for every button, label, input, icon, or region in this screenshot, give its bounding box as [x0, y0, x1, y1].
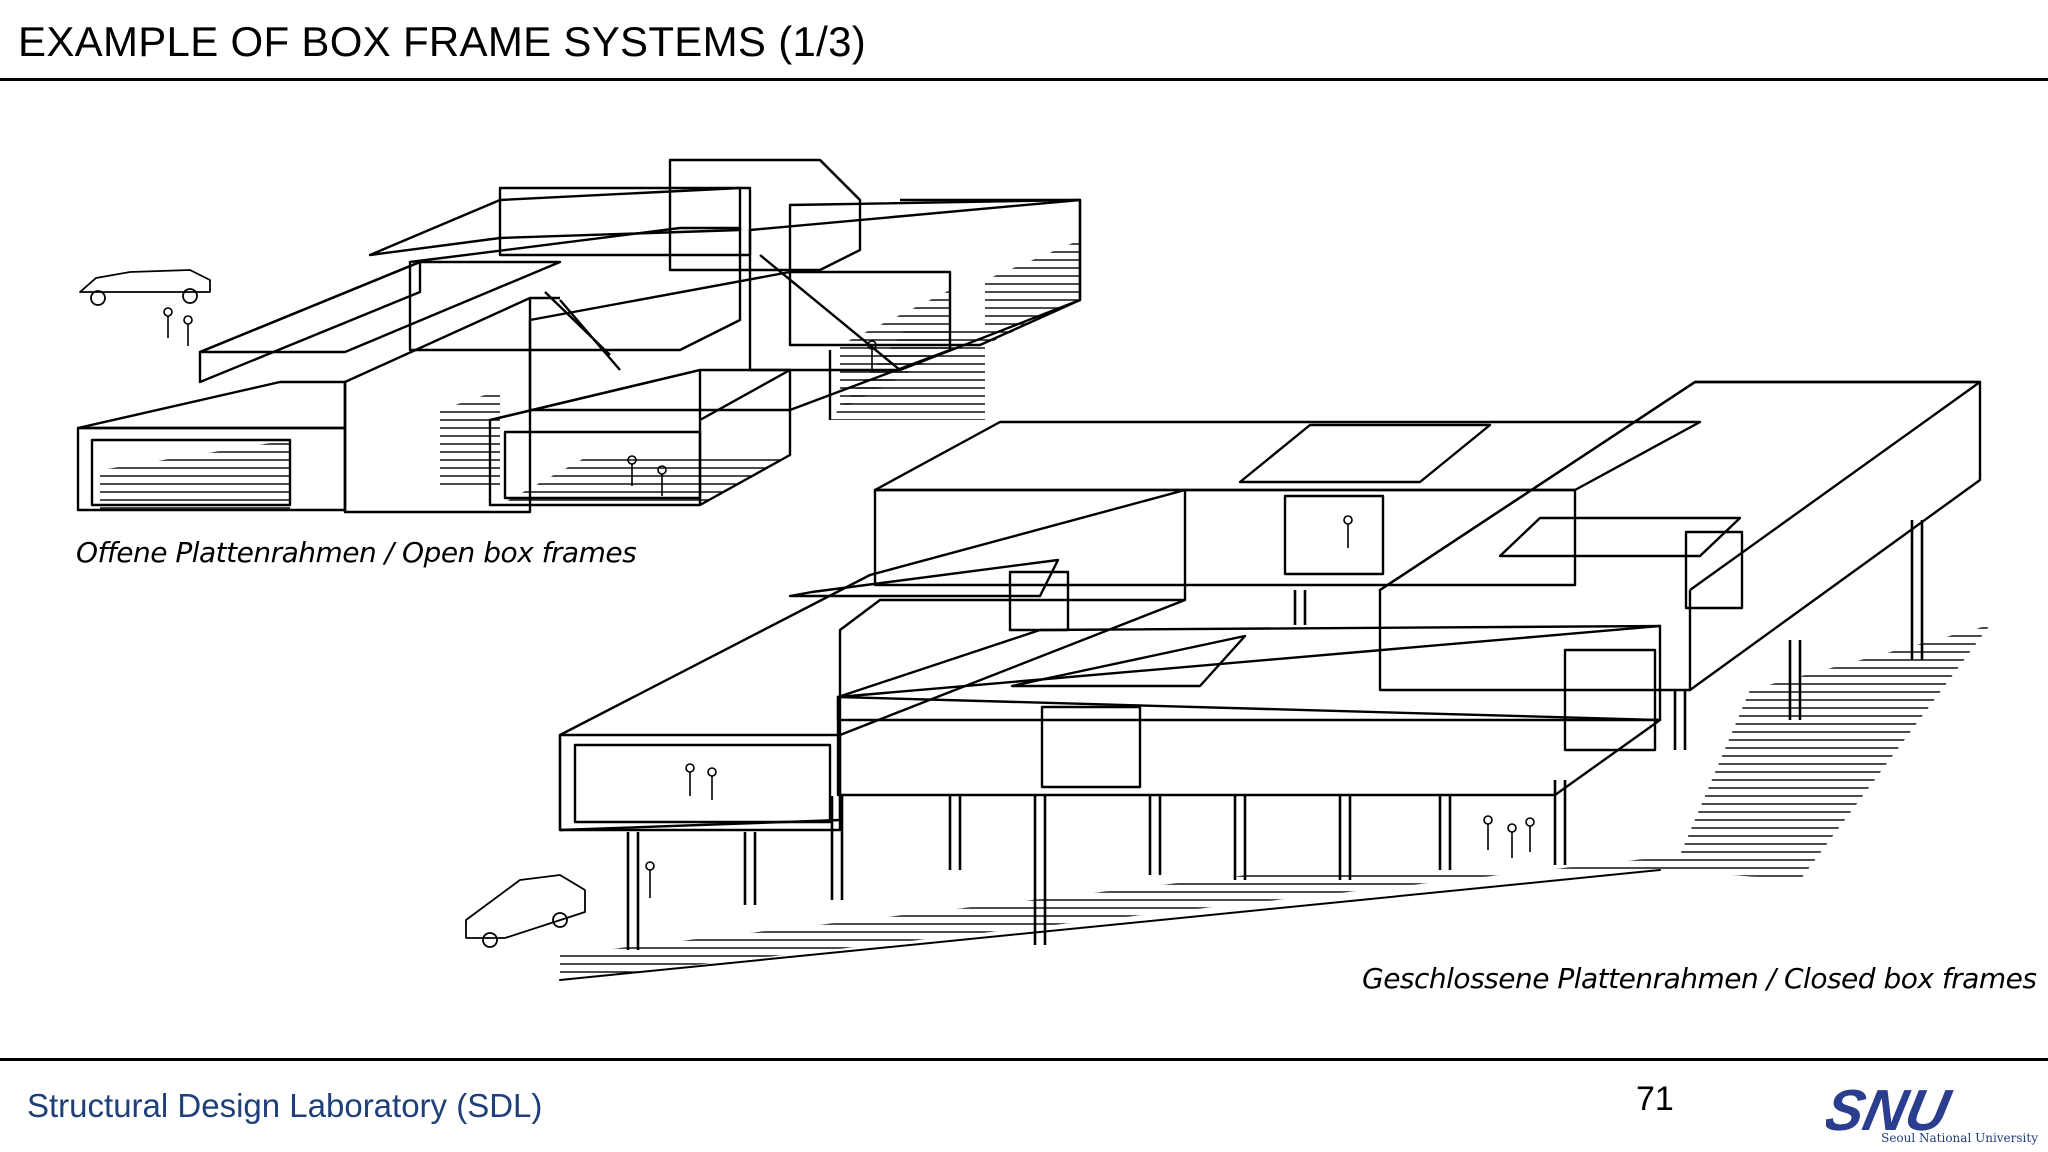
slide-title: EXAMPLE OF BOX FRAME SYSTEMS (1/3) [18, 18, 867, 65]
title-rule [0, 78, 2048, 81]
caption-closed-box-frames: Geschlossene Plattenrahmen / Closed box … [1362, 962, 2037, 995]
closed-box-frames-drawing [465, 380, 1990, 981]
lab-name: Structural Design Laboratory (SDL) [27, 1087, 543, 1124]
snu-logo-icon: SNU [1826, 1079, 1957, 1143]
open-box-frames-drawing [76, 158, 1082, 515]
page-number: 71 [1636, 1080, 1674, 1118]
footer-rule [0, 1058, 2048, 1061]
car-icon [465, 874, 586, 948]
box-frame-illustration [76, 158, 1990, 981]
logo-tagline: Seoul National University [1881, 1131, 2038, 1145]
svg-text:SNU: SNU [1826, 1079, 1957, 1143]
car-icon [79, 269, 211, 306]
caption-open-box-frames: Offene Plattenrahmen / Open box frames [76, 536, 637, 569]
